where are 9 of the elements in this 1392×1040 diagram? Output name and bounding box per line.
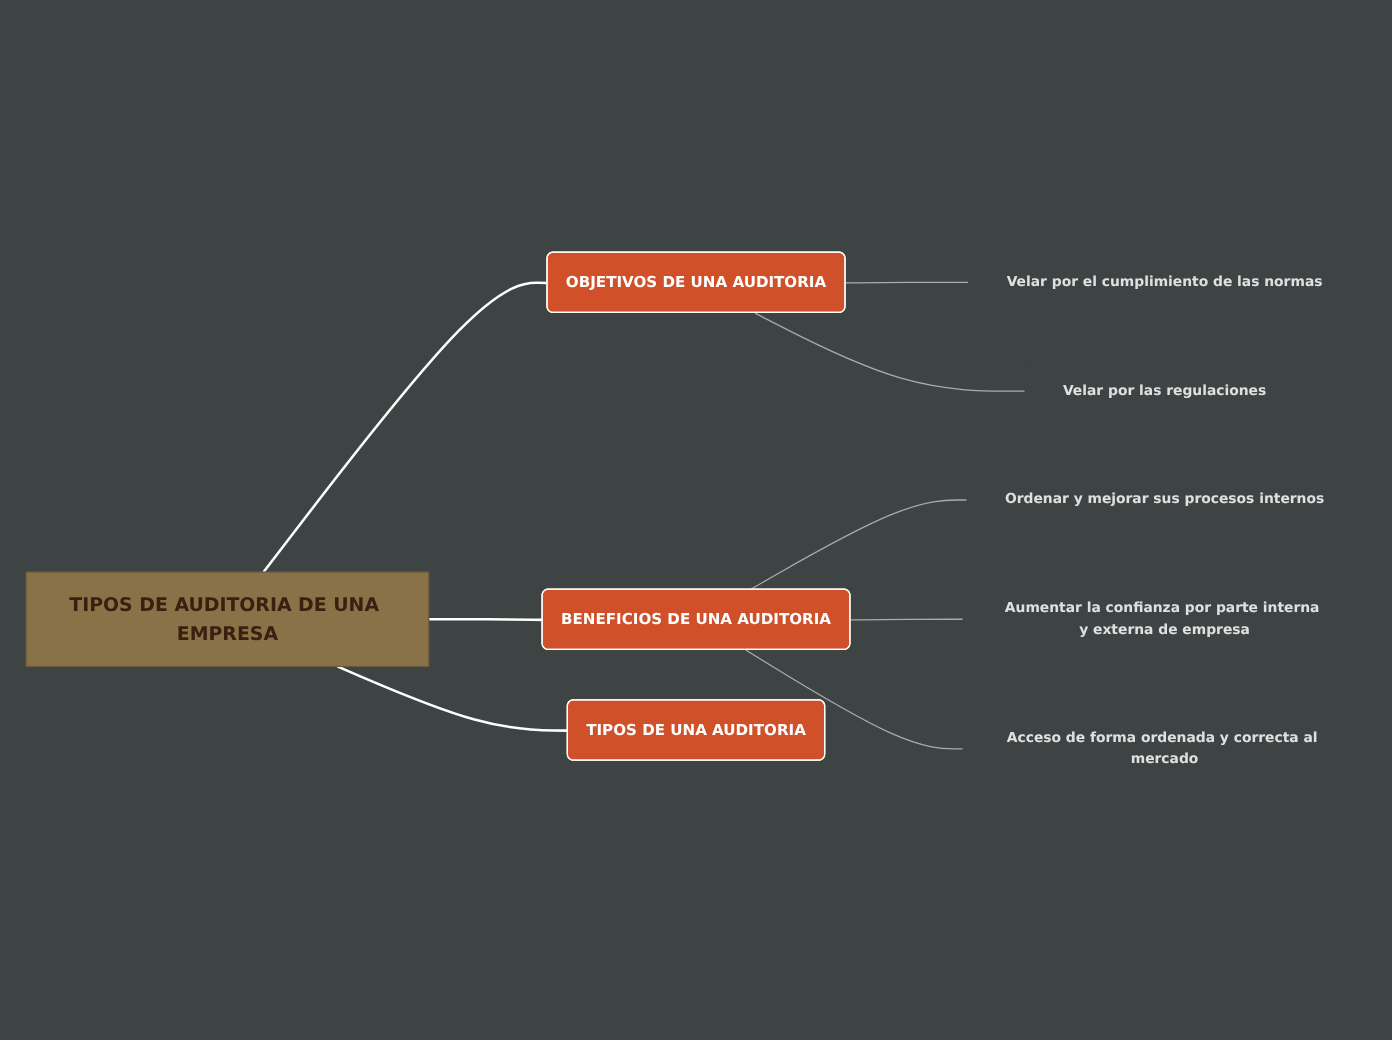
connector — [428, 617, 543, 621]
connector — [845, 281, 970, 284]
connector — [745, 649, 964, 750]
connector — [336, 664, 568, 732]
connector — [262, 281, 548, 573]
connector — [749, 499, 968, 590]
node-box: TIPOS DE AUDITORIA DE UNA EMPRESA — [25, 571, 430, 667]
connector — [754, 312, 1026, 392]
connector — [849, 618, 964, 621]
